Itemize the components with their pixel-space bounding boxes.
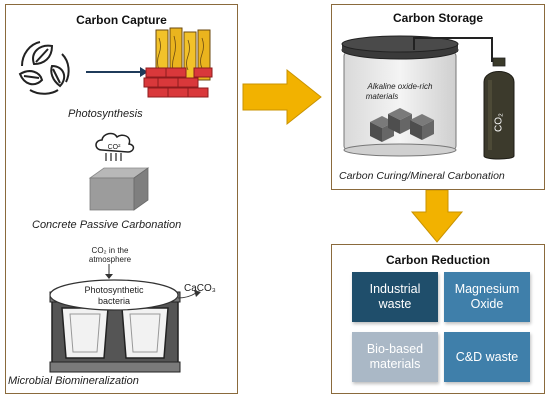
cylinder-label: CO₂ [493,113,505,132]
tile-magnesium-oxide: Magnesium Oxide [444,272,530,322]
carbon-reduction-title: Carbon Reduction [386,253,490,267]
tile-label: Industrial [369,282,421,296]
gas-pipe [413,37,493,62]
wood-bricks-icon [143,27,213,98]
capture-to-storage-arrow [242,68,322,126]
caco3-label: CaCO₃ [184,283,216,294]
bacteria-ellipse [49,279,179,311]
co2-atmosphere-label-2: atmosphere [88,255,132,264]
co2-cloud-label: CO² [107,144,121,151]
storage-to-reduction-arrow [410,189,464,243]
tile-label: C&D waste [455,349,519,364]
carbon-storage-title: Carbon Storage [392,11,483,25]
recycle-leaves-icon [18,41,70,95]
tile-label: Oxide [470,297,504,311]
tile-label: materials [369,357,421,371]
microbial-label: Microbial Biomineralization [8,375,139,387]
bacteria-label-1: Photosynthetic [84,285,144,295]
jar-label-1: Alkaline oxide-rich [367,82,433,91]
tile-label: Bio-based [366,342,424,356]
tile-label: waste [378,297,412,311]
concrete-block-icon [88,167,150,211]
carbon-capture-title: Carbon Capture [76,13,167,27]
down-arrow [105,264,113,279]
carbon-curing-label: Carbon Curing/Mineral Carbonation [339,170,505,182]
co2-atmosphere-label-1: CO₂ in the [91,246,129,255]
concrete-passive-label: Concrete Passive Carbonation [32,219,182,231]
caco3-arrow [177,290,201,299]
flow-arrow [86,67,148,77]
co2-cylinder-icon [483,57,515,160]
tile-label: Magnesium [454,282,520,296]
tile-industrial-waste: Industrial waste [352,272,438,322]
bacteria-label-2: bacteria [97,296,131,306]
jar-label-2: materials [365,92,399,101]
photosynthesis-label: Photosynthesis [68,108,143,120]
storage-jar-icon [341,35,459,157]
tile-cd-waste: C&D waste [444,332,530,382]
co2-cloud-icon [95,132,135,161]
tile-bio-based-materials: Bio-based materials [352,332,438,382]
